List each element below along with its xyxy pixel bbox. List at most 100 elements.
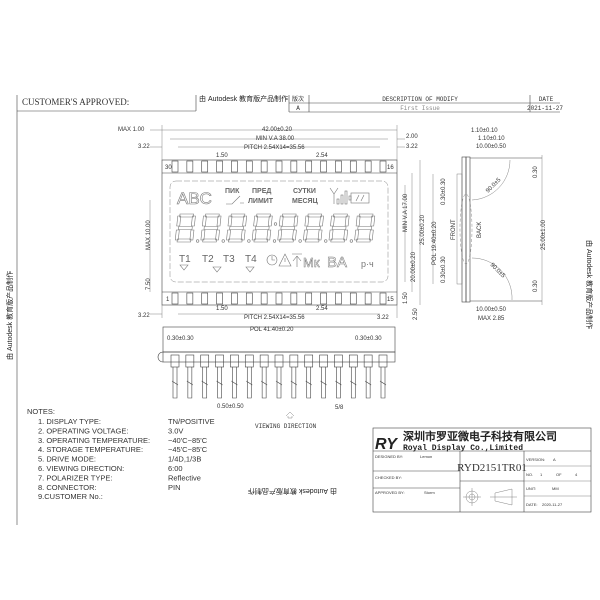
decimal-point <box>247 239 251 243</box>
watermark-right: 由 Autodesk 教育版产品制作 <box>585 240 594 329</box>
dim-pol-width: POL 41.40±0.20 <box>250 327 294 333</box>
rev-col-header: 版次 <box>292 95 304 103</box>
pin-label-1: 1 <box>166 297 170 303</box>
pin <box>186 160 194 173</box>
pin <box>231 160 238 173</box>
dim-outer-25: 25.00±0.20 <box>420 214 426 245</box>
pin <box>275 292 283 305</box>
pin <box>379 160 387 173</box>
note-value: −45'C~85'C <box>168 445 208 454</box>
decimal-point <box>324 239 328 243</box>
pin <box>260 160 268 173</box>
dim-pin-tolerance: 0.50±0.50 <box>217 404 244 410</box>
dim-pin-len-bottom: 10.00±0.50 <box>476 307 507 313</box>
pin <box>364 160 372 173</box>
segment-sutki: СУТКИ <box>293 188 316 195</box>
side-pin <box>378 354 388 399</box>
digit-row <box>174 213 376 243</box>
dim-thickness-2: 1.10±0.10 <box>478 136 505 142</box>
pin <box>201 160 209 173</box>
seven-segment-digit <box>226 213 247 243</box>
dim-gap-top: 0.30 <box>533 166 539 178</box>
watermark-left: 由 Autodesk 教育版产品制作 <box>5 271 14 360</box>
unit-label: UNIT: <box>526 486 536 491</box>
part-number: RYD2151TR01 <box>457 462 527 474</box>
arrow-down-icon <box>179 264 189 271</box>
note-value: −40'C~85'C <box>168 436 208 445</box>
customer-approved-label: CUSTOMER'S APPROVED: <box>22 97 129 107</box>
dim-right-offset: 0.30±0.30 <box>355 336 382 342</box>
side-pin <box>334 354 343 399</box>
segment-mk: Мк <box>303 255 320 270</box>
top-dimensions: 42.00±0.20 MIN V.A 38.00 PITCH 2.54X14=3… <box>118 125 418 160</box>
watermark-top: 由 Autodesk 教育版产品制作 <box>199 94 288 103</box>
dim-offset: 7.50 <box>146 278 152 290</box>
dim-pitch: PITCH 2.54X14=35.56 <box>244 145 305 151</box>
side-pin <box>170 354 180 399</box>
segment-t2: T2 <box>202 254 214 265</box>
dim-thickness-1: 1.10±0.10 <box>471 128 498 134</box>
segment-ba: BA <box>327 254 347 271</box>
dim-total-height: 25.00±1.00 <box>541 219 547 250</box>
warning-icon <box>278 253 292 267</box>
dim-angle-top: 90.0±5 <box>485 177 503 195</box>
pin <box>379 292 387 305</box>
segment-t4: T4 <box>245 254 257 265</box>
side-pin-row <box>170 354 388 399</box>
right-dimensions: MIN V.A 17.00 20.00±0.20 25.00±0.20 <box>403 160 426 305</box>
note-label: 7. POLARIZER TYPE: <box>38 473 112 482</box>
seven-segment-digit <box>303 213 324 243</box>
decimal-point <box>221 239 225 243</box>
clock-icon <box>266 254 278 266</box>
dim-left-322: 3.22 <box>138 144 150 150</box>
arrow-down-icon <box>212 266 222 273</box>
pin <box>349 160 357 173</box>
pin <box>349 292 357 305</box>
segment-rch: р·ч <box>361 259 374 269</box>
desc-col-header: DESCRIPTION OF MODIFY <box>382 96 458 103</box>
side-pin <box>363 354 373 399</box>
side-pin <box>304 354 314 399</box>
segment-abc: ABC <box>177 189 212 208</box>
desc-cell: First Issue <box>400 105 440 112</box>
side-pin <box>259 354 269 399</box>
pin <box>245 292 253 305</box>
segment-t1: T1 <box>179 254 191 265</box>
note-label: 2. OPERATING VOLTAGE: <box>38 426 128 435</box>
side-pin <box>274 354 284 399</box>
dim-bottom-pitch: PITCH 2.54X14=35.56 <box>244 315 305 321</box>
pin <box>231 292 238 305</box>
no-value: 1 <box>540 472 543 477</box>
top-pin-row <box>171 160 387 173</box>
pin <box>186 292 194 305</box>
decimal-point <box>272 239 277 243</box>
no-label: NO. <box>526 472 533 477</box>
note-label: 3. OPERATING TEMPERATURE: <box>38 436 150 445</box>
dim-bottom-pin-width: 1.50 <box>216 306 228 312</box>
pin <box>260 292 268 305</box>
segment-pik: ПИК <box>225 188 240 195</box>
decimal-point <box>196 239 200 243</box>
dim-max-height: MAX 10.00 <box>146 220 152 250</box>
segment-limit: ЛИМИТ <box>248 198 274 205</box>
side-view: POL 41.40±0.20 0.30±0.30 0.30±0.30 0.50±… <box>157 326 396 411</box>
lcd-front-view: 30 16 1 15 ABC ПИК ПРЕД ЛИМИТ СУТКИ МЕСЯ… <box>161 159 398 306</box>
dim-angle-bottom: 90.0±5 <box>489 262 507 280</box>
dim-pin-len: 1.50 <box>403 292 409 304</box>
date-value: 2020-11-27 <box>542 502 563 507</box>
date-col-header: DATE <box>539 96 554 103</box>
side-pin <box>185 354 195 399</box>
dim-pin-width: 1.50 <box>216 153 228 159</box>
dim-height-20: 20.00±0.20 <box>411 251 417 282</box>
designed-by-label: DESIGNED BY: <box>375 454 403 459</box>
customer-approval-box: CUSTOMER'S APPROVED: <box>16 95 197 525</box>
pin <box>364 292 372 305</box>
seven-segment-digit <box>251 213 273 243</box>
back-label: BACK <box>477 222 483 238</box>
designed-by-value: Lemon <box>420 454 432 459</box>
arrow-down-icon <box>245 266 255 273</box>
pin <box>290 292 298 305</box>
pin-label-30: 30 <box>165 165 172 171</box>
signal-icon <box>329 187 348 205</box>
